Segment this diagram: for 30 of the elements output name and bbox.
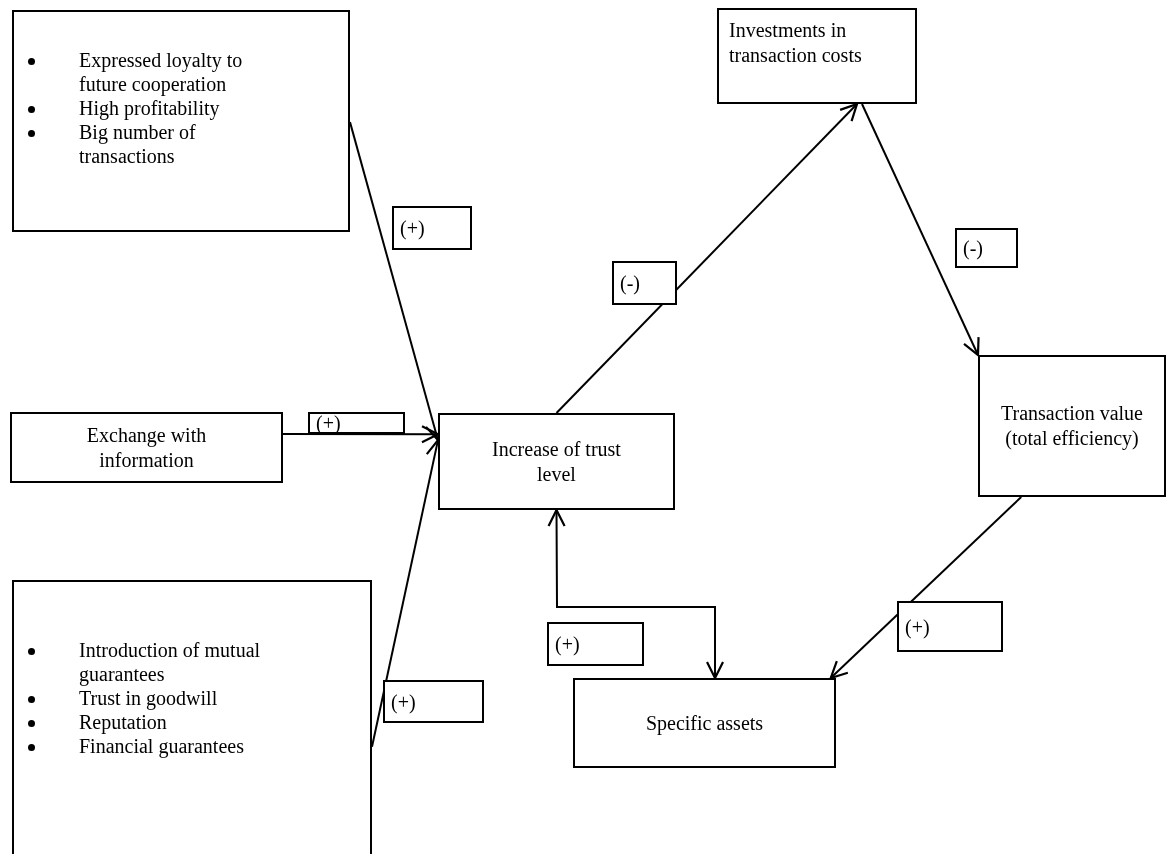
process-box [978,355,1166,497]
list-item: Financial guarantees [79,734,244,758]
list-item: Trust in goodwill [79,686,218,710]
list-box [12,580,372,854]
arrow [829,496,1023,680]
node-label: Investments in transaction costs [729,18,863,68]
process-box [573,678,836,768]
node-label: Transaction value (total efficiency) [1000,401,1144,451]
node-label: Increase of trust level [491,436,622,487]
list-item: Big number of transactions [79,120,197,168]
node-label: Exchange with information [85,422,208,473]
edge-label: (+) [392,206,472,250]
list-item: Reputation [79,710,167,734]
arrow [861,103,980,357]
edge-label: (+) [547,622,644,666]
arrow [282,425,440,444]
list-item: Introduction of mutual guarantees [79,638,262,686]
process-box [438,413,675,510]
edge-label: (+) [897,601,1003,652]
process-box [10,412,283,483]
edge-label: (-) [955,228,1018,268]
arrow [547,508,725,680]
list-item: Expressed loyalty to future cooperation [79,48,244,96]
process-box [717,8,917,104]
edge-label: (-) [612,261,677,305]
list-item: High profitability [79,96,220,120]
edge-label: (+) [383,680,484,723]
node-label: Specific assets [645,710,764,736]
arrow [555,102,859,414]
list-box [12,10,350,232]
